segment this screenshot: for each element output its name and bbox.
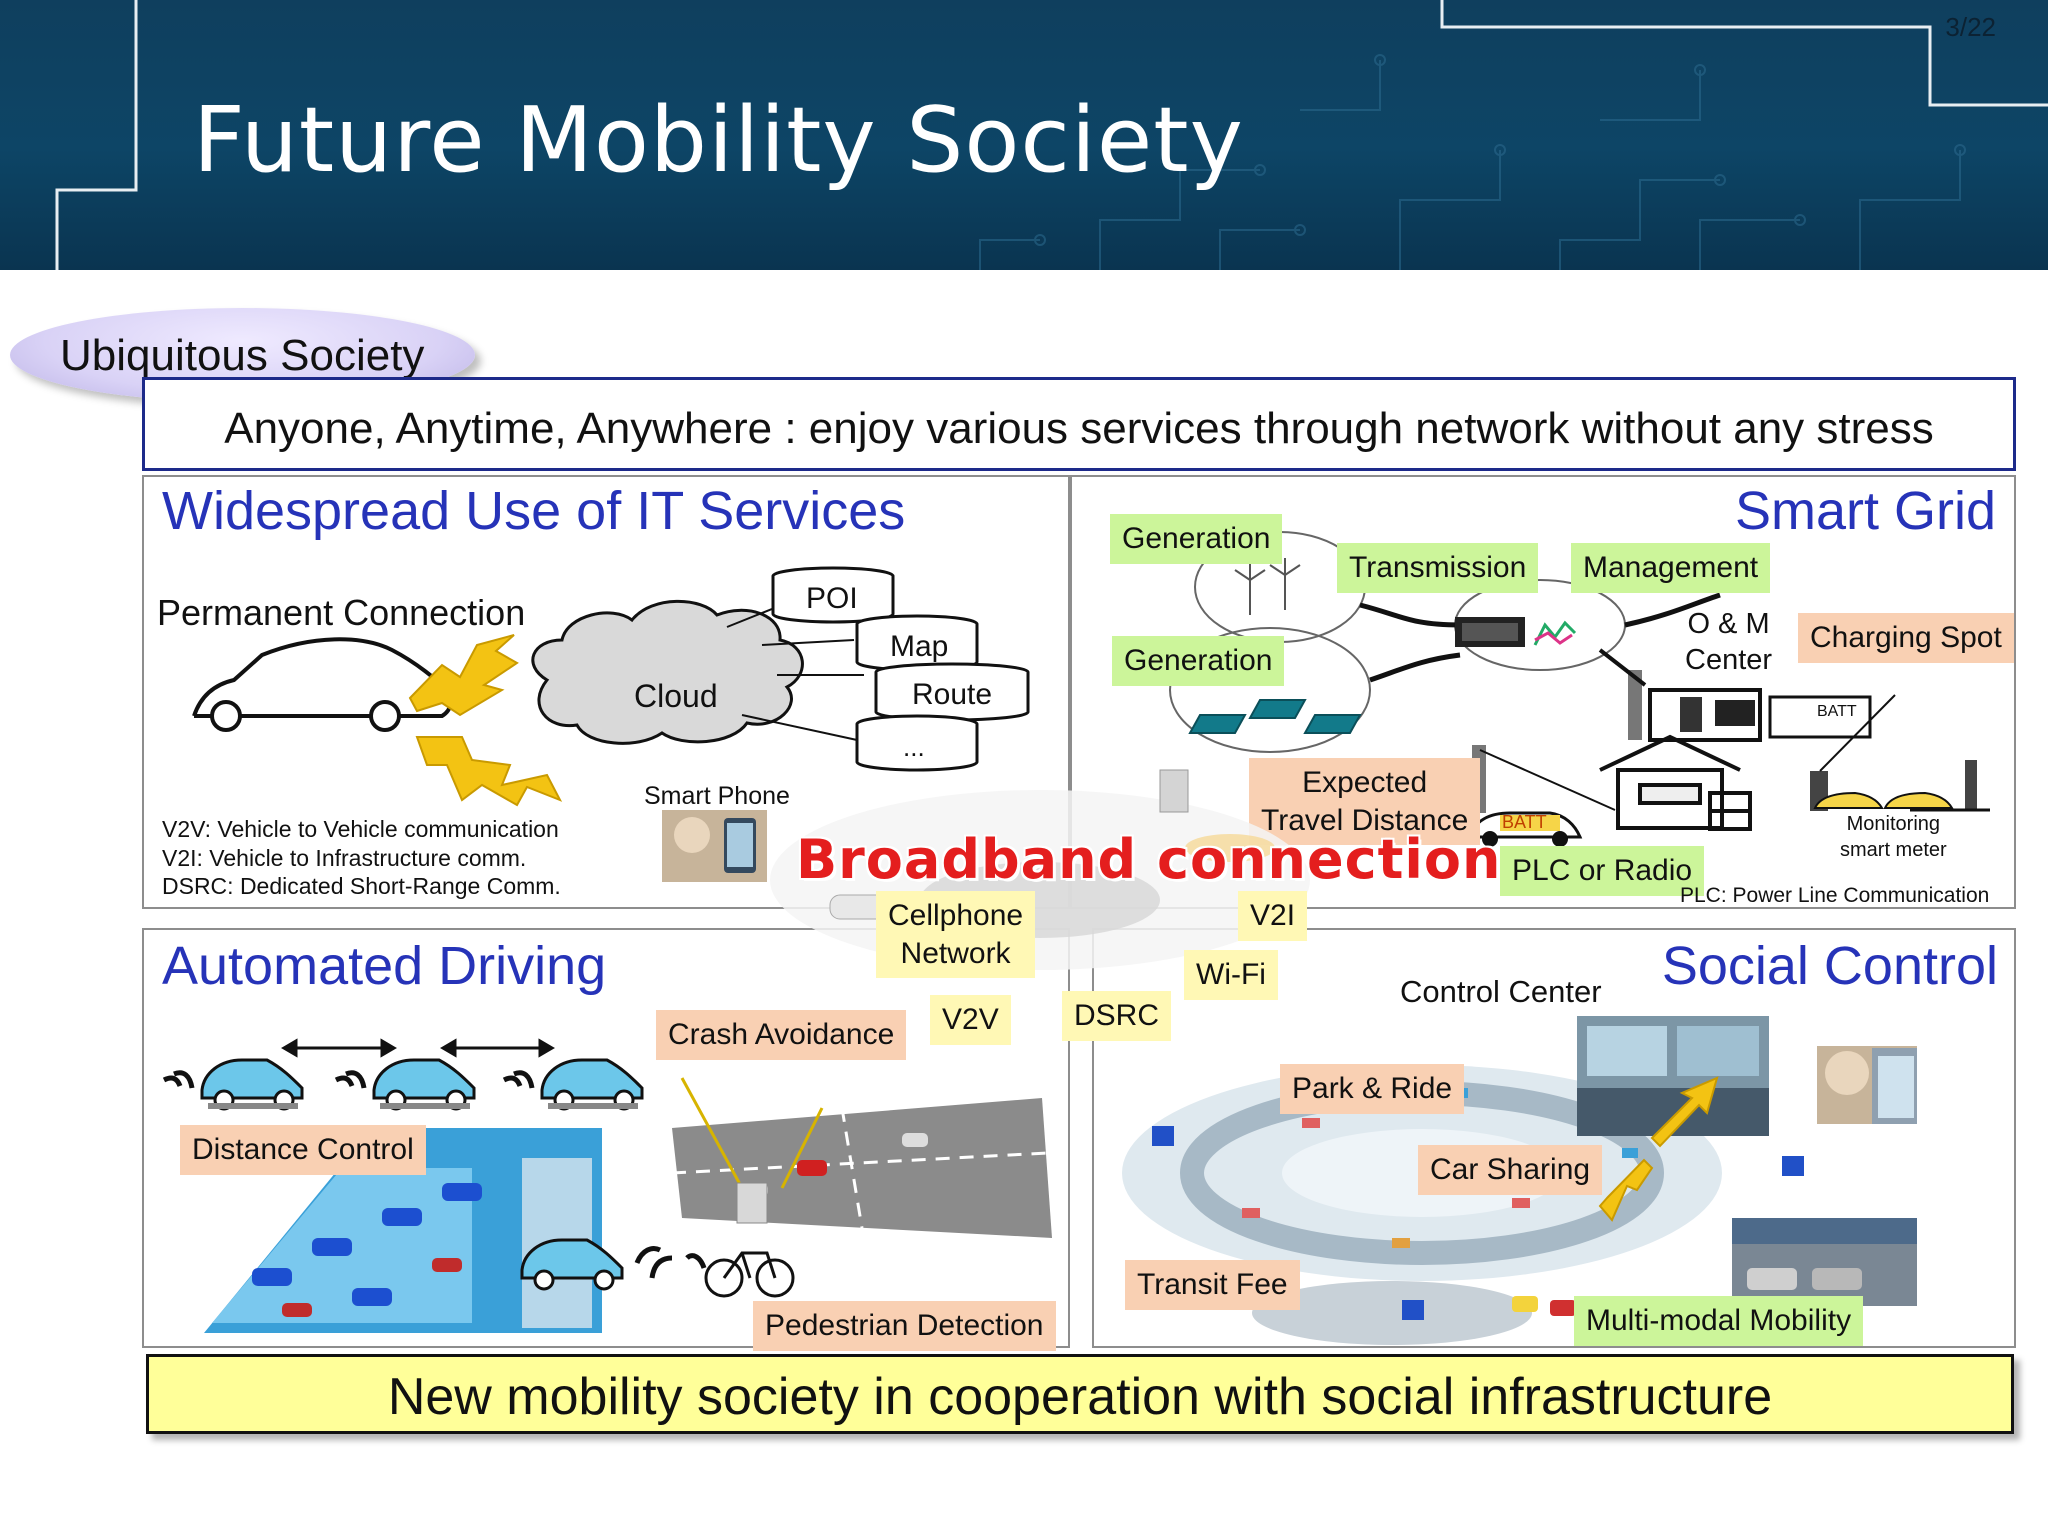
plc-note: PLC: Power Line Communication	[1680, 884, 1990, 907]
social-control-title: Social Control	[1661, 936, 1998, 996]
tag-generation-1: Generation	[1110, 514, 1283, 564]
tag-crash-avoidance: Crash Avoidance	[656, 1010, 907, 1060]
batt-label: BATT	[1817, 703, 1857, 720]
charging-spot-icon	[1810, 694, 1990, 812]
banner-box	[142, 377, 2016, 471]
computer-icon	[1455, 617, 1577, 647]
tag-expected-travel: Expected Travel Distance	[1249, 758, 1481, 845]
house-icon	[1599, 734, 1752, 831]
ubiquitous-label: Ubiquitous Society	[60, 331, 425, 380]
definition-v2v: V2V: Vehicle to Vehicle communication	[162, 816, 559, 842]
smart-phone-label: Smart Phone	[644, 782, 790, 810]
smartphone-photo	[662, 810, 767, 882]
automated-driving-title: Automated Driving	[162, 936, 607, 996]
pedestrian-detection-icon	[520, 1238, 795, 1298]
db-poi-label: POI	[806, 582, 858, 615]
it-services-title: Widespread Use of IT Services	[162, 481, 906, 541]
cloud-icon	[531, 599, 804, 745]
cloud-label: Cloud	[634, 678, 718, 714]
tag-management: Management	[1571, 543, 1771, 593]
definition-dsrc: DSRC: Dedicated Short-Range Comm.	[162, 873, 561, 899]
tag-pedestrian-detection: Pedestrian Detection	[753, 1301, 1056, 1351]
circuit-decoration	[55, 0, 2048, 270]
footer-box	[146, 1354, 2014, 1434]
platoon-cars-icon	[162, 1038, 644, 1111]
solar-panel-icon	[1188, 699, 1362, 734]
tag-distance-control: Distance Control	[180, 1125, 426, 1175]
slide-title: Future Mobility Society	[193, 88, 1244, 193]
permanent-connection-label: Permanent Connection	[157, 592, 526, 633]
tag-wifi: Wi-Fi	[1184, 950, 1278, 1000]
monitoring-label: Monitoring smart meter	[1840, 813, 1947, 861]
tag-cellphone-network: Cellphone Network	[876, 891, 1036, 978]
tag-v2v: V2V	[930, 995, 1011, 1045]
tag-plc-radio: PLC or Radio	[1500, 846, 1705, 896]
tag-v2i: V2I	[1238, 891, 1308, 941]
batt-car-label: BATT	[1502, 812, 1547, 832]
footer-text: New mobility society in cooperation with…	[387, 1368, 1773, 1426]
tag-charging-spot: Charging Spot	[1798, 613, 2014, 663]
double-arrow-icon	[1598, 1076, 1719, 1222]
tag-transit-fee: Transit Fee	[1125, 1260, 1300, 1310]
db-map	[855, 614, 979, 672]
tag-generation-2: Generation	[1112, 636, 1285, 686]
car-outline-icon	[192, 637, 454, 732]
banner-text: Anyone, Anytime, Anywhere : enjoy variou…	[224, 404, 1934, 453]
connection-arrow-icon	[408, 634, 563, 807]
highway-image	[204, 1128, 602, 1333]
om-center-icon	[1598, 648, 1872, 742]
tag-multimodal: Multi-modal Mobility	[1574, 1296, 1864, 1346]
it-services-drawing	[192, 599, 864, 882]
db-more-label: ...	[903, 732, 925, 762]
tag-transmission: Transmission	[1337, 543, 1539, 593]
page-number: 3/22	[1945, 12, 1996, 42]
control-center-label: Control Center	[1400, 974, 1602, 1009]
smart-grid-title: Smart Grid	[1734, 481, 1996, 541]
intersection-image	[671, 1077, 1052, 1238]
db-map-label: Map	[890, 630, 949, 663]
automated-driving-drawing	[162, 1038, 1052, 1333]
om-center-label: O & M Center	[1685, 608, 1773, 677]
tag-park-ride: Park & Ride	[1280, 1064, 1465, 1114]
slide-header: 3/22 Future Mobility Society	[0, 0, 2048, 270]
wind-turbine-icon	[1234, 558, 1301, 615]
definition-v2i: V2I: Vehicle to Infrastructure comm.	[162, 845, 527, 871]
db-route-label: Route	[912, 678, 993, 711]
tag-car-sharing: Car Sharing	[1418, 1145, 1603, 1195]
ev-car-icon	[1467, 811, 1583, 847]
person-photo	[1817, 1046, 1917, 1124]
tag-dsrc: DSRC	[1062, 991, 1172, 1041]
broadband-connection: Broadband connection	[796, 828, 1502, 891]
station-photo	[1732, 1218, 1917, 1306]
db-more	[855, 714, 979, 772]
